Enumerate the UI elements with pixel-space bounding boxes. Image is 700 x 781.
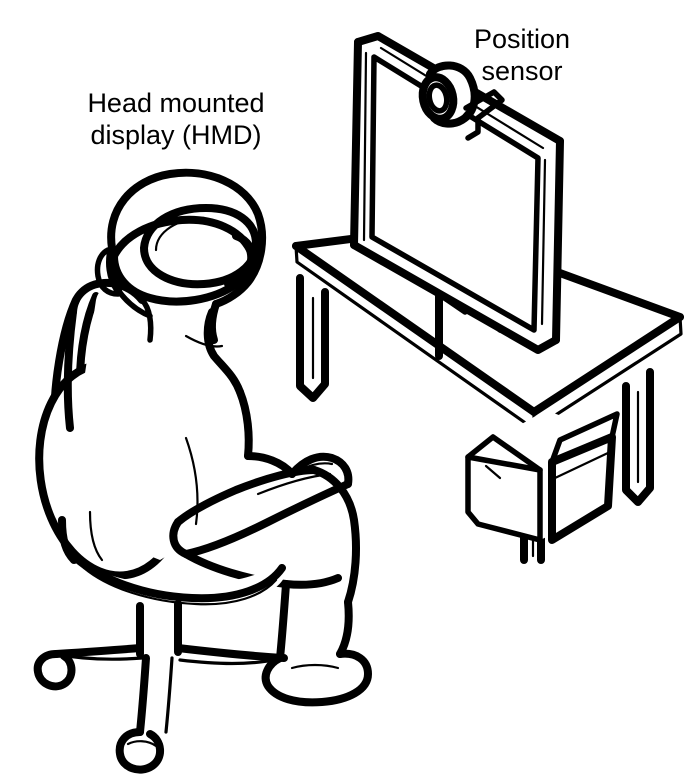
desk-leg-front-left xyxy=(296,274,329,402)
computer-tower-right-face xyxy=(548,433,616,544)
sensor-clamp-arm xyxy=(463,89,505,121)
monitor-bezel-left xyxy=(350,38,362,249)
monitor-bezel-bottom xyxy=(350,241,560,354)
head-back-to-neck xyxy=(106,244,122,294)
monitor-left-bezel-inner-line xyxy=(362,51,368,242)
desk-apron-right xyxy=(532,315,683,431)
person-foot xyxy=(261,649,372,707)
head-mounted-display xyxy=(94,168,267,344)
sensor-clamp-hook xyxy=(465,115,481,141)
computer-tower-panel-line xyxy=(553,450,612,480)
desk-edge-front-right xyxy=(530,313,684,416)
hmd-label-line1: Head mounted xyxy=(87,88,264,118)
chair-caster-left xyxy=(33,650,76,691)
monitor-right-bezel-inner-line xyxy=(540,158,547,326)
person-back-line xyxy=(63,308,77,432)
head-outline-top xyxy=(107,168,267,308)
person-chest-front xyxy=(236,388,253,460)
person-shoe-crease xyxy=(290,663,340,670)
sensor-label-line1: Position xyxy=(474,24,570,54)
sensor-label-line2: sensor xyxy=(481,56,562,86)
chair-back-post-lower xyxy=(58,516,78,564)
person-forearm-top xyxy=(182,480,352,558)
computer-tower-left-top-edge xyxy=(465,434,543,473)
computer-tower-bevel xyxy=(558,412,619,442)
person-upper-arm-outer xyxy=(288,452,353,488)
person-torso-fill xyxy=(84,278,246,560)
monitor-bezel-top xyxy=(354,32,564,145)
monitor-bezel-right xyxy=(552,137,564,344)
hmd-visor xyxy=(140,204,260,289)
person-collar-crease xyxy=(184,334,224,348)
chair-caster-front xyxy=(115,728,164,774)
person-lap-line xyxy=(182,550,342,589)
label-group-position-sensor: Position sensor xyxy=(474,24,570,86)
hmd-visor-inner-highlight xyxy=(154,216,206,252)
chair-leg-right-lower xyxy=(178,656,286,666)
sensor-body-under-line xyxy=(440,118,466,125)
chair-seat-top-edge xyxy=(66,548,286,603)
computer-monitor xyxy=(350,32,564,354)
hmd-label-line2: display (HMD) xyxy=(90,120,261,150)
person-elbow-crease xyxy=(298,462,334,472)
position-sensor-camera xyxy=(418,61,505,141)
computer-tower xyxy=(465,410,620,544)
person-torso-crease xyxy=(184,436,199,526)
sensor-lens-highlight xyxy=(435,91,443,105)
chair-back-post-lower-inner xyxy=(88,510,104,562)
person-forearm-bottom xyxy=(174,466,318,526)
head-chin-to-neck xyxy=(207,300,220,344)
sensor-lens-aperture xyxy=(426,82,450,114)
person-thigh-top xyxy=(310,466,360,606)
office-chair-base xyxy=(33,510,288,774)
chair-leg-front-left xyxy=(136,654,150,736)
chair-leg-right-upper xyxy=(174,644,288,662)
computer-tower-slot xyxy=(484,464,502,480)
chair-leg-front-right xyxy=(164,656,174,734)
seated-person xyxy=(63,278,372,707)
desk-edge-front-left xyxy=(292,242,538,416)
chair-seat-lower-edge xyxy=(82,566,278,606)
person-shin-inner xyxy=(276,580,290,662)
hmd-visor-right-edge xyxy=(224,232,257,288)
head-fill xyxy=(109,171,265,309)
label-group-hmd: Head mounted display (HMD) xyxy=(87,88,264,150)
monitor-screen-area xyxy=(369,54,541,333)
hmd-strap-rear-pad xyxy=(94,247,121,297)
chair-caster-front-detail xyxy=(126,740,158,748)
computer-tower-left-face xyxy=(465,454,543,543)
desk-leg-front-right xyxy=(622,368,654,506)
